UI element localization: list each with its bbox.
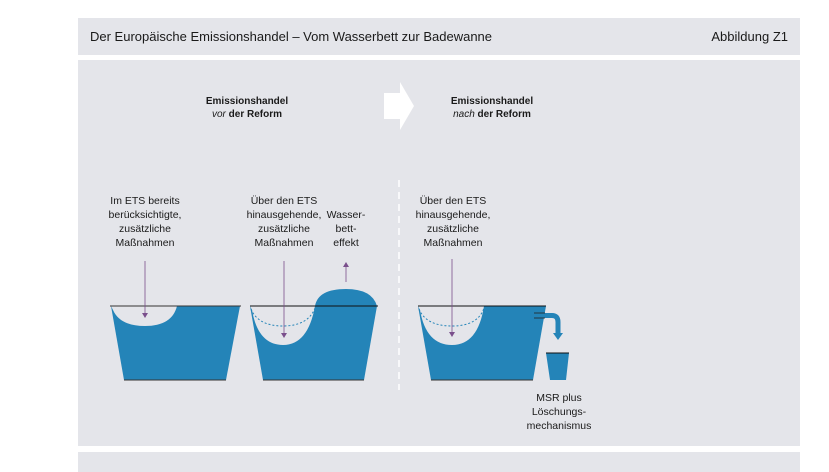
figure-label: Abbildung Z1: [711, 29, 788, 44]
label-tub3: Über den ETS hinausgehende, zusätzliche …: [416, 194, 491, 250]
label-line: zusätzliche: [427, 223, 479, 235]
label-line: Wasser-: [326, 209, 366, 221]
label-line: Über den ETS: [250, 195, 318, 207]
label-line: zusätzliche: [119, 223, 171, 235]
label-line: MSR plus: [536, 392, 582, 404]
tub-before-2: [250, 261, 378, 381]
label-line: berücksichtigte,: [108, 209, 182, 221]
label-line: Im ETS bereits: [110, 195, 180, 207]
label-tub1: Im ETS bereits berücksichtigte, zusätzli…: [109, 194, 182, 250]
heading-after-line1: Emissionshandel: [450, 96, 534, 107]
label-line: bett-: [335, 223, 357, 235]
label-line: Maßnahmen: [423, 237, 483, 249]
label-line: zusätzliche: [258, 223, 310, 235]
transition-arrow-icon: [384, 82, 414, 130]
heading-before-rest: der Reform: [225, 109, 283, 120]
label-msr: MSR plus Löschungs- mechanismus: [527, 391, 592, 433]
label-line: hinausgehende,: [246, 209, 322, 221]
outflow-arrow-icon: [553, 333, 563, 340]
label-line: hinausgehende,: [415, 209, 491, 221]
figure-header: Der Europäische Emissionshandel – Vom Wa…: [78, 18, 800, 55]
label-tub2: Über den ETS hinausgehende, zusätzliche …: [247, 194, 322, 250]
tub-after: [418, 259, 569, 381]
label-line: Maßnahmen: [115, 237, 175, 249]
label-line: Über den ETS: [419, 195, 487, 207]
figure-title: Der Europäische Emissionshandel – Vom Wa…: [90, 29, 493, 44]
label-line: mechanismus: [526, 420, 592, 432]
heading-after-emph: nach: [453, 109, 475, 120]
label-waterbed: Wasser- bett- effekt: [327, 208, 366, 250]
waterbed-arrow-icon: [343, 262, 349, 267]
heading-before-line2: vor der Reform: [206, 108, 288, 121]
heading-before-line1: Emissionshandel: [205, 96, 289, 107]
heading-after-rest: der Reform: [474, 109, 531, 120]
diagram-panel: [78, 60, 800, 446]
heading-after: Emissionshandel nach der Reform: [451, 95, 533, 121]
msr-container: [546, 353, 569, 380]
tub-before-1: [110, 261, 241, 381]
heading-after-line2: nach der Reform: [451, 108, 533, 121]
heading-before-emph: vor: [211, 109, 226, 120]
label-line: effekt: [333, 237, 359, 249]
label-line: Maßnahmen: [254, 237, 314, 249]
label-line: Löschungs-: [531, 406, 587, 418]
heading-before: Emissionshandel vor der Reform: [206, 95, 288, 121]
